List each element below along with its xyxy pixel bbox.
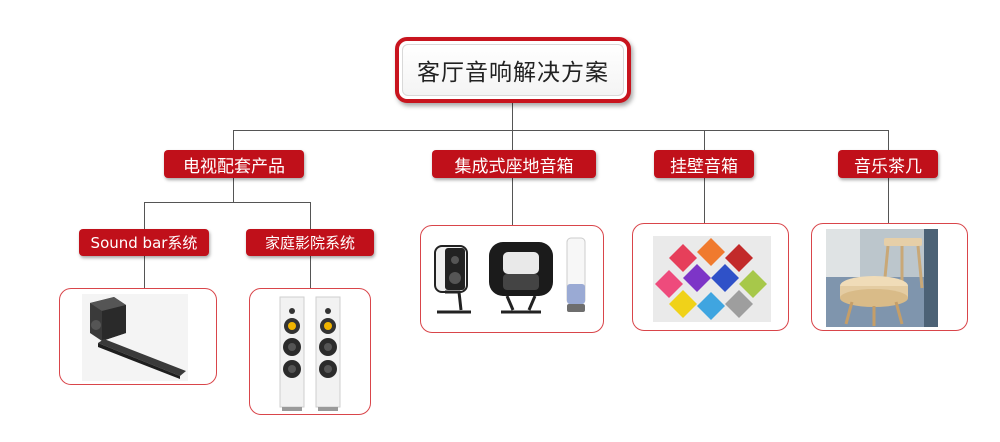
sub-branch-soundbar-system: Sound bar系统	[79, 229, 209, 256]
connector-branch-2-image	[512, 178, 513, 225]
floor-standing-speakers-image	[249, 288, 371, 415]
connector-tv-down	[233, 178, 234, 202]
root-node: 客厅音响解决方案	[395, 37, 631, 103]
connector-sub-2	[310, 202, 311, 229]
branch-wall-speakers: 挂壁音箱	[654, 150, 754, 178]
connector-top-horizontal	[233, 130, 889, 131]
connector-branch-4	[888, 130, 889, 150]
connector-sub-horizontal	[144, 202, 311, 203]
colorful-wall-panels-image	[632, 223, 789, 331]
music-coffee-table-image	[811, 223, 968, 331]
connector-branch-2	[512, 130, 513, 150]
integrated-speakers-image	[420, 225, 604, 333]
branch-tv-products: 电视配套产品	[164, 150, 304, 178]
connector-sub-1-image	[144, 256, 145, 288]
branch-integrated-floor-speakers: 集成式座地音箱	[432, 150, 596, 178]
connector-branch-3	[704, 130, 705, 150]
soundbar-subwoofer-image	[59, 288, 217, 385]
connector-sub-1	[144, 202, 145, 229]
connector-branch-3-image	[704, 178, 705, 223]
connector-branch-4-image	[888, 178, 889, 223]
connector-root-down	[512, 103, 513, 130]
sub-branch-home-theater-system: 家庭影院系统	[246, 229, 374, 256]
branch-music-coffee-table: 音乐茶几	[838, 150, 938, 178]
root-title: 客厅音响解决方案	[417, 60, 609, 86]
connector-branch-1	[233, 130, 234, 150]
root-node-inner: 客厅音响解决方案	[402, 44, 624, 96]
connector-sub-2-image	[310, 256, 311, 288]
